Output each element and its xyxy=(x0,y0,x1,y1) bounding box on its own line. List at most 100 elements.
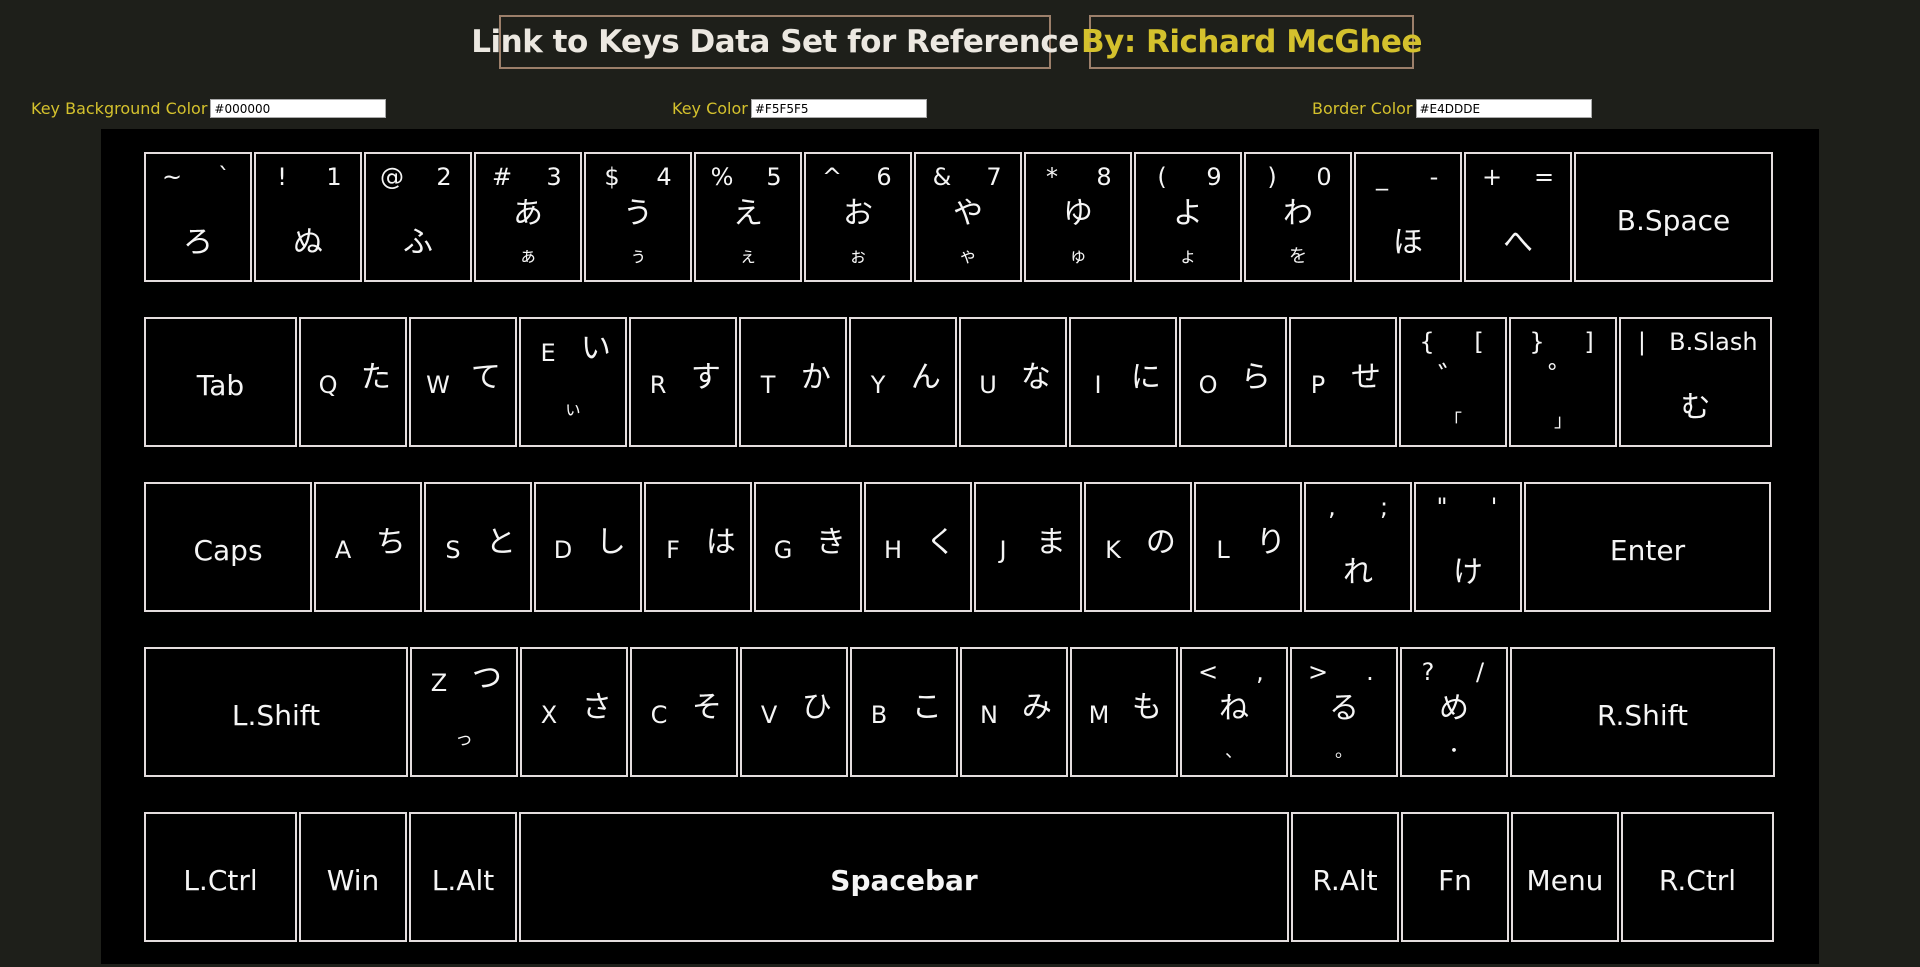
key-base-symbol: / xyxy=(1475,657,1485,686)
key-left-bracket[interactable]: {[゛「 xyxy=(1399,317,1507,447)
keys-data-set-link[interactable]: Link to Keys Data Set for Reference xyxy=(471,15,1079,69)
key-menu[interactable]: Menu xyxy=(1511,812,1619,942)
key-comma[interactable]: <,ね、 xyxy=(1180,647,1288,777)
key-kana: ゛ xyxy=(1438,361,1468,397)
key-base-symbol: 0 xyxy=(1316,162,1332,191)
key-letter: Q xyxy=(318,370,338,399)
key-caps[interactable]: Caps xyxy=(144,482,312,612)
border-color-input[interactable] xyxy=(1415,99,1592,118)
key-fn[interactable]: Fn xyxy=(1401,812,1509,942)
key-color-label: Key Color xyxy=(672,99,748,118)
key-2[interactable]: @2 ふ xyxy=(364,152,472,282)
key-right-ctrl[interactable]: R.Ctrl xyxy=(1621,812,1774,942)
key-label: R.Ctrl xyxy=(1658,863,1737,897)
key-semicolon[interactable]: ,;れ xyxy=(1304,482,1412,612)
key-letter: K xyxy=(1105,535,1121,564)
key-right-shift[interactable]: R.Shift xyxy=(1510,647,1775,777)
key-base-symbol: ] xyxy=(1584,327,1594,356)
key-minus[interactable]: _-ほ xyxy=(1354,152,1462,282)
key-letter: Z xyxy=(430,669,448,698)
key-kana: れ xyxy=(1343,555,1373,591)
key-shift-symbol: # xyxy=(491,162,513,191)
key-kana: ま xyxy=(1035,525,1066,561)
key-small-kana: ゃ xyxy=(959,246,977,268)
key-backtick[interactable]: ~`ろ xyxy=(144,152,252,282)
border-color-label: Border Color xyxy=(1312,99,1413,118)
key-color-input[interactable] xyxy=(750,99,927,118)
key-letter: C xyxy=(650,700,668,729)
key-base-symbol: 6 xyxy=(876,162,892,191)
key-shift-symbol: | xyxy=(1637,327,1646,356)
key-shift-symbol: ^ xyxy=(821,162,843,191)
key-left-alt[interactable]: L.Alt xyxy=(409,812,517,942)
key-enter[interactable]: Enter xyxy=(1524,482,1771,612)
key-right-bracket[interactable]: }]゜」 xyxy=(1509,317,1617,447)
key-kana: あ xyxy=(513,196,543,232)
key-base-symbol: 3 xyxy=(546,162,562,191)
key-shift-symbol: ) xyxy=(1267,162,1277,191)
key-label: Menu xyxy=(1526,863,1604,897)
key-kana: ひ xyxy=(801,690,832,726)
key-base-symbol: 4 xyxy=(656,162,672,191)
key-kana: と xyxy=(485,525,516,561)
key-tab[interactable]: Tab xyxy=(144,317,297,447)
key-quote[interactable]: "'け xyxy=(1414,482,1522,612)
key-win[interactable]: Win xyxy=(299,812,407,942)
key-kana: ふ xyxy=(403,225,433,261)
key-label: L.Ctrl xyxy=(183,863,258,897)
key-equals[interactable]: +=へ xyxy=(1464,152,1572,282)
key-background-color-input[interactable] xyxy=(210,99,387,118)
key-slash[interactable]: ?/め・ xyxy=(1400,647,1508,777)
key-shift-symbol: > xyxy=(1307,657,1329,686)
key-kana: ら xyxy=(1240,360,1271,396)
key-label: R.Alt xyxy=(1312,863,1378,897)
key-spacebar[interactable]: Spacebar xyxy=(519,812,1289,942)
key-backspace[interactable]: B.Space xyxy=(1574,152,1773,282)
key-shift-symbol: @ xyxy=(380,162,404,191)
key-left-ctrl[interactable]: L.Ctrl xyxy=(144,812,297,942)
key-kana: は xyxy=(705,525,736,561)
key-label: B.Space xyxy=(1616,203,1731,237)
key-letter: E xyxy=(540,339,556,368)
key-left-shift[interactable]: L.Shift xyxy=(144,647,408,777)
key-right-alt[interactable]: R.Alt xyxy=(1291,812,1399,942)
key-period[interactable]: >.る。 xyxy=(1290,647,1398,777)
key-base-symbol: 2 xyxy=(436,162,452,191)
